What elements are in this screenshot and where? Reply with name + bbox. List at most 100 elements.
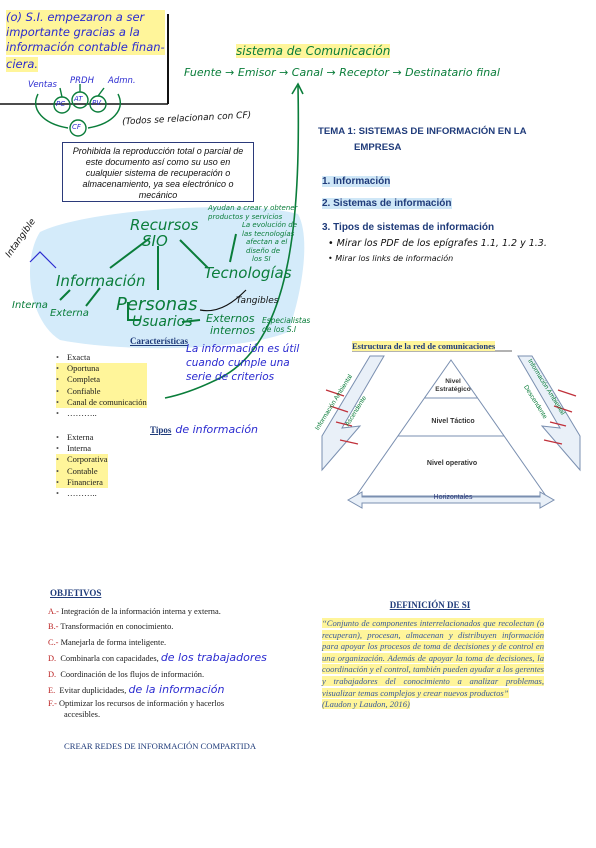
mini-label-admn: Admn. — [108, 76, 136, 86]
objetivo-item: C.- Manejarla de forma inteligente. — [48, 635, 267, 650]
note-line: información contable finan- — [6, 40, 165, 55]
objetivo-item: accesibles. — [48, 709, 267, 720]
objetivo-item: D. Coordinación de los flujos de informa… — [48, 667, 267, 682]
objetivo-text: Integración de la información interna y … — [61, 607, 221, 616]
tema-note-text: Mirar los PDF de los epígrafes 1.1, 1.2 … — [336, 238, 547, 249]
ayudan-line: La evolución de — [242, 221, 298, 229]
pyramid-diagram — [321, 355, 581, 509]
objetivo-hand: de los trabajadores — [160, 651, 267, 665]
note-line: (o) S.I. empezaron a ser — [6, 10, 165, 25]
node-at: AT — [74, 95, 83, 103]
tema-note-2: • Mirar los links de información — [328, 254, 454, 263]
tema-title-line1: TEMA 1: SISTEMAS DE INFORMACIÓN EN LA — [318, 126, 527, 137]
ayudan-line: diseño de — [246, 246, 281, 255]
node-pv: PV — [92, 99, 102, 107]
top-left-note: (o) S.I. empezaron a ser importante grac… — [6, 10, 165, 73]
util-line: serie de criterios — [186, 371, 275, 383]
objetivo-item: F.- Optimizar los recursos de informació… — [48, 698, 267, 709]
mini-label-prdh: PRDH — [70, 76, 94, 86]
tipos-hand: de información — [175, 423, 259, 436]
objetivo-num: D. — [48, 654, 57, 664]
definicion-text: “Conjunto de componentes interrelacionad… — [322, 618, 544, 711]
objetivo-text: Evitar duplicidades, — [59, 686, 127, 696]
objetivo-text: Optimizar los recursos de información y … — [58, 699, 225, 709]
tipos-list: Externa Interna Corporativa Contable Fin… — [56, 432, 108, 499]
objetivo-hand: de la información — [128, 683, 225, 697]
objetivo-num: D. — [48, 669, 57, 679]
copyright-box: Prohibida la reproducción total o parcia… — [62, 142, 254, 202]
objetivo-text: accesibles. — [64, 710, 101, 720]
objetivo-item: E. Evitar duplicidades, de la informació… — [48, 682, 267, 698]
list-item: Externa — [56, 432, 108, 443]
objetivos-list: A.- Integración de la información intern… — [48, 604, 267, 720]
list-item: Completa — [56, 374, 147, 386]
node-pc: PC — [56, 100, 66, 108]
list-item: Confiable — [56, 385, 147, 397]
objetivos-title: OBJETIVOS — [50, 588, 102, 598]
mind-center-line2: SIO — [142, 232, 168, 250]
objetivo-num: E. — [48, 686, 56, 696]
definicion-citation: (Laudon y Laudon, 2016) — [322, 699, 410, 710]
list-item: Interna — [56, 443, 108, 454]
especialistas-line: Especialistas — [262, 316, 311, 325]
caracteristicas-list: Exacta Oportuna Completa Confiable Canal… — [56, 352, 147, 419]
objetivos-footer: CREAR REDES DE INFORMACIÓN COMPARTIDA — [64, 741, 257, 751]
mini-label-ventas: Ventas — [28, 80, 57, 90]
definicion-title: DEFINICIÓN DE SI — [389, 600, 471, 610]
mind-tangibles: Tangibles — [236, 296, 279, 306]
objetivo-item: A.- Integración de la información intern… — [48, 604, 267, 619]
objetivo-num: A.- — [48, 607, 59, 616]
node-cf: CF — [72, 123, 81, 131]
tema-item-1: 1. Información — [322, 176, 391, 187]
com-system-flow: Fuente → Emisor → Canal → Receptor → Des… — [184, 66, 500, 79]
ayudan-line: Ayudan a crear y obtener — [208, 204, 298, 212]
especialistas-note: Especialistas de los S.I — [262, 316, 310, 334]
objetivo-num: F.- — [48, 699, 57, 709]
util-line: La información es útil — [186, 343, 300, 355]
list-item: Canal de comunicación — [56, 396, 147, 409]
mind-interna: Interna — [12, 300, 48, 311]
list-item: Financiera — [56, 476, 108, 489]
list-item: Exacta — [56, 352, 147, 363]
definicion-quote: “Conjunto de componentes interrelacionad… — [322, 618, 544, 698]
tipos-print: Tipos — [150, 425, 172, 435]
tipos-title: Tipos de información — [150, 420, 258, 438]
pyramid-level-2: Nivel Táctico — [431, 418, 475, 425]
list-item: Oportuna — [56, 363, 147, 375]
list-item: ……….. — [56, 488, 108, 499]
mind-tecnologias: Tecnologías — [204, 264, 292, 282]
mind-informacion: Información — [56, 272, 146, 290]
mind-internos: internos — [210, 324, 256, 337]
objetivo-num: C.- — [48, 637, 59, 647]
tema-note-1: • Mirar los PDF de los epígrafes 1.1, 1.… — [328, 238, 547, 249]
ayudan-line: las tecnologías — [242, 229, 295, 238]
objetivo-text: Transformación en conocimiento. — [60, 622, 174, 632]
objetivo-text: Combinarla con capacidades, — [60, 654, 159, 664]
mind-personas: Personas — [116, 294, 198, 315]
tema-title-line2: EMPRESA — [354, 142, 402, 153]
list-item: ……….. — [56, 408, 147, 419]
mind-usuarios: Usuarios — [132, 314, 193, 330]
note-line: importante gracias a la — [6, 25, 165, 40]
list-item: Corporativa — [56, 454, 108, 466]
especialistas-line: de los S.I — [262, 325, 297, 334]
pyramid-level-3: Nivel operativo — [426, 460, 478, 467]
ayudan-line: los SI — [252, 255, 271, 263]
tema-note-text: Mirar los links de información — [335, 254, 454, 263]
tema-item-2: 2. Sistemas de información — [322, 198, 452, 209]
mind-externa: Externa — [50, 308, 89, 319]
util-line: cuando cumple una — [186, 357, 290, 369]
ayudan-line: productos y servicios — [208, 212, 283, 221]
mind-ayudan-note: Ayudan a crear y obtener productos y ser… — [208, 204, 297, 264]
pyramid-bottom: Horizontales — [433, 494, 473, 501]
list-item: Contable — [56, 465, 108, 477]
objetivo-text: Coordinación de los flujos de informació… — [60, 669, 205, 679]
com-system-title: sistema de Comunicación — [236, 44, 391, 58]
util-note: La información es útil cuando cumple una… — [186, 342, 299, 384]
note-line: ciera. — [6, 57, 39, 72]
caracteristicas-title: Características — [130, 336, 188, 346]
mind-center-line1: Recursos — [130, 216, 199, 234]
pyramid-level-1: Nivel Estratégico — [435, 378, 471, 393]
objetivo-text: Manejarla de forma inteligente. — [60, 637, 167, 647]
